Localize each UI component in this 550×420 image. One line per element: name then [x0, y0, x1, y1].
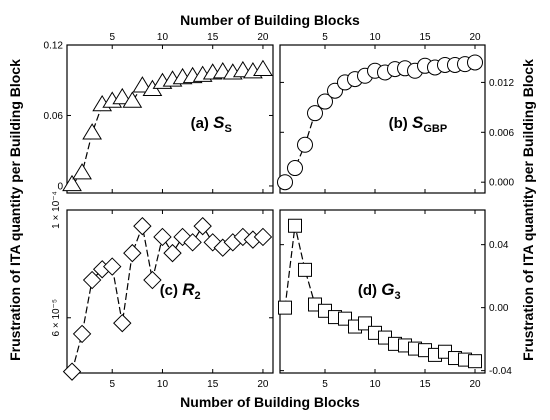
panel-a-point: [112, 87, 133, 105]
panel-a-xtick-label: 10: [157, 32, 169, 43]
panel-c-xtick-label: 5: [109, 379, 115, 390]
panel-a-frame: [66, 44, 274, 194]
panel-c-label: (c) R2: [160, 280, 201, 302]
panel-c-ytick-label: 6 × 10⁻⁵: [51, 299, 62, 337]
right-y-axis-title: Frustration of ITA quantity per Building…: [520, 59, 536, 361]
panel-a-xtick-label: 20: [257, 32, 269, 43]
panel-d-point: [278, 300, 292, 315]
panel-b-ytick-label: 0.012: [489, 78, 514, 89]
panel-d-xtick-label: 10: [369, 379, 381, 390]
panel-d-frame: [279, 209, 486, 374]
panel-d: 5 10 15 20 -0.04 0.00 0.04 (d) G3: [278, 209, 512, 390]
panel-b-xtick-label: 5: [322, 32, 328, 43]
panel-c-point: [82, 270, 102, 290]
panel-d-ytick-label: 0.00: [489, 303, 509, 314]
panels: 5 10 15 20 0 0.06 0.12 (a) SS 5 10 15 20 0.000 0.006 0…: [44, 32, 515, 390]
panel-c-xtick-label: 10: [157, 379, 169, 390]
left-y-axis-title: Frustration of ITA quantity per Building…: [7, 59, 23, 361]
panel-d-point: [298, 262, 312, 277]
panel-b-xtick-label: 10: [369, 32, 381, 43]
panel-a-point: [122, 91, 143, 108]
panel-c-frame: [66, 209, 274, 374]
panel-c-point: [253, 227, 273, 247]
panel-a-point: [82, 123, 103, 140]
panel-a-ytick-label: 0.06: [44, 111, 64, 122]
panel-a: 5 10 15 20 0 0.06 0.12 (a) SS: [44, 32, 274, 194]
panel-b-frame: [279, 44, 486, 194]
panel-b-xtick-label: 20: [469, 32, 481, 43]
panel-c-point: [103, 257, 122, 276]
panel-c-point: [123, 243, 142, 263]
panel-c-point: [163, 243, 182, 263]
panel-c-point: [133, 216, 152, 236]
panel-d-label: (d) G3: [358, 280, 401, 302]
panel-d-xtick-label: 20: [469, 379, 481, 390]
panel-b-xtick-label: 15: [419, 32, 431, 43]
panel-a-xtick-label: 15: [207, 32, 219, 43]
panel-b-point: [317, 93, 333, 110]
panel-d-point: [288, 218, 302, 233]
panel-b-label: (b) SGBP: [389, 113, 448, 135]
panel-a-ytick-label: 0: [57, 181, 63, 192]
bottom-x-axis-title: Number of Building Blocks: [180, 394, 360, 410]
panel-c-point: [183, 233, 202, 252]
panel-a-point: [72, 163, 92, 180]
panel-d-ytick-label: -0.04: [489, 366, 512, 377]
panel-a-point: [253, 59, 273, 77]
panel-c-point: [72, 324, 92, 344]
panel-d-point: [468, 354, 482, 369]
panel-b-point: [297, 136, 313, 153]
panel-c-point: [193, 216, 212, 236]
panel-a-point: [132, 76, 153, 93]
panel-b-ytick-label: 0.000: [489, 178, 514, 189]
panel-a-xtick-label: 5: [109, 32, 115, 43]
panel-c-xtick-label: 20: [257, 379, 269, 390]
panel-b-point: [307, 105, 323, 122]
panel-c-point: [143, 270, 162, 290]
panel-b-point: [467, 54, 483, 71]
panel-b: 5 10 15 20 0.000 0.006 0.012 (b) SGBP: [277, 32, 514, 194]
panel-c-point: [113, 313, 132, 333]
panel-c-xtick-label: 15: [207, 379, 219, 390]
panel-b-point: [287, 160, 303, 177]
panel-a-ytick-label: 0.12: [44, 41, 64, 52]
panel-c-point: [62, 362, 82, 381]
panel-a-point: [62, 174, 82, 192]
panel-c: 5 10 15 20 6 × 10⁻⁵ 1 × 10⁻⁴ (c) R2: [51, 191, 274, 390]
panel-a-label: (a) SS: [191, 113, 232, 135]
panel-c-ytick-label: 1 × 10⁻⁴: [51, 191, 62, 229]
panel-d-xtick-label: 15: [419, 379, 431, 390]
panel-b-point: [277, 174, 293, 191]
panel-d-xtick-label: 5: [322, 379, 328, 390]
panel-c-point: [153, 227, 172, 247]
panel-d-ytick-label: 0.04: [489, 240, 509, 251]
panel-b-ytick-label: 0.006: [489, 128, 514, 139]
top-x-axis-title: Number of Building Blocks: [180, 12, 360, 28]
